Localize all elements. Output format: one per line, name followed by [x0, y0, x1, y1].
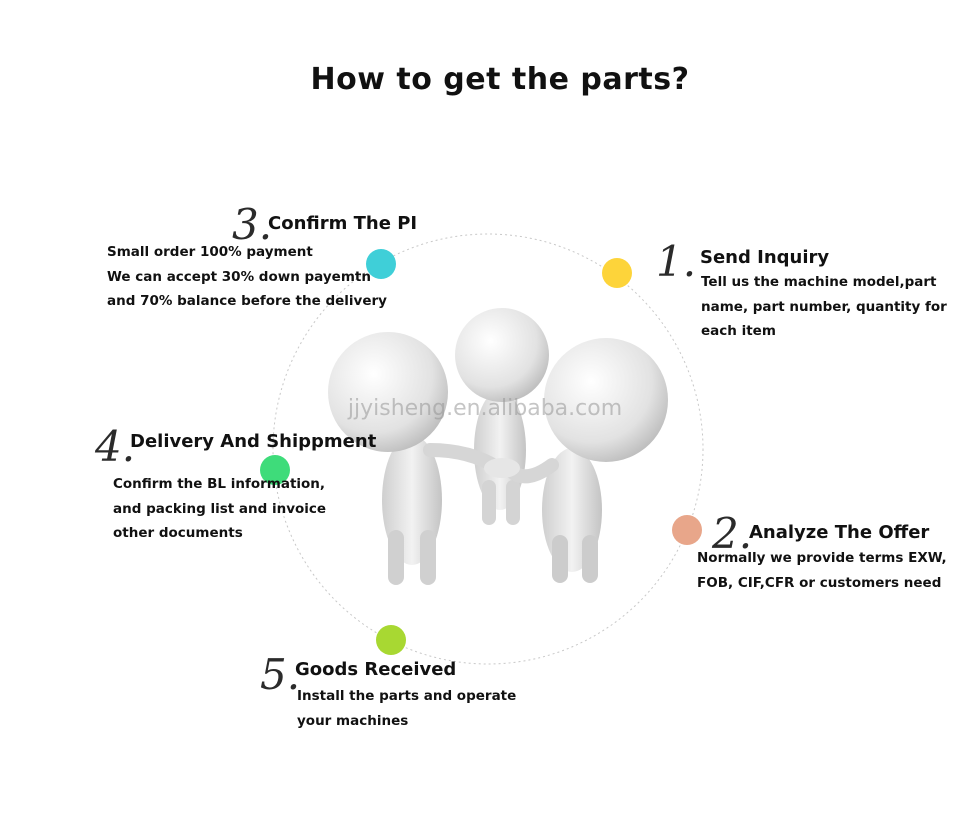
- step-3-line: Small order 100% payment: [107, 244, 313, 260]
- step-1-line: Tell us the machine model,part: [701, 274, 937, 290]
- step-5-number: 5.: [260, 650, 301, 699]
- step-1-line: name, part number, quantity for: [701, 298, 947, 315]
- step-4-line: and packing list and invoice: [113, 500, 327, 517]
- step-5-dot: [376, 625, 406, 655]
- step-2-number: 2.: [712, 509, 753, 558]
- team-people-illustration: [328, 308, 668, 585]
- step-3-line: and 70% balance before the delivery: [107, 293, 387, 309]
- step-1-number: 1.: [656, 237, 697, 286]
- step-4-number: 4.: [95, 422, 136, 471]
- step-4-title: Delivery And Shippment: [130, 431, 377, 452]
- step-4-dot: [260, 455, 290, 485]
- step-2-dot: [672, 515, 702, 545]
- step-2-line: Normally we provide terms EXW,: [697, 550, 947, 566]
- step-1-description: Tell us the machine model,part name, par…: [701, 270, 947, 344]
- step-5-description: Install the parts and operate your machi…: [297, 684, 516, 733]
- watermark: jjyisheng.en.alibaba.com: [347, 396, 623, 421]
- step-2-description: Normally we provide terms EXW, FOB, CIF,…: [697, 546, 947, 595]
- step-3-number: 3.: [232, 200, 273, 249]
- step-4-line: other documents: [113, 525, 243, 541]
- step-5-line: your machines: [297, 712, 409, 729]
- step-1-line: each item: [701, 323, 776, 339]
- step-3-title: Confirm The PI: [268, 213, 418, 234]
- page-title: How to get the parts?: [310, 62, 690, 97]
- step-3-dot: [366, 249, 396, 279]
- step-2-title: Analyze The Offer: [749, 522, 930, 543]
- step-4-line: Confirm the BL information,: [113, 476, 326, 492]
- step-3-line: We can accept 30% down payemtn: [107, 268, 371, 285]
- step-1-title: Send Inquiry: [700, 247, 830, 268]
- step-3-description: Small order 100% payment We can accept 3…: [107, 240, 387, 314]
- step-2-line: FOB, CIF,CFR or customers need: [697, 574, 942, 591]
- step-4-description: Confirm the BL information, and packing …: [113, 472, 326, 546]
- step-5-title: Goods Received: [295, 659, 457, 680]
- step-5-line: Install the parts and operate: [297, 688, 517, 704]
- step-1-dot: [602, 258, 632, 288]
